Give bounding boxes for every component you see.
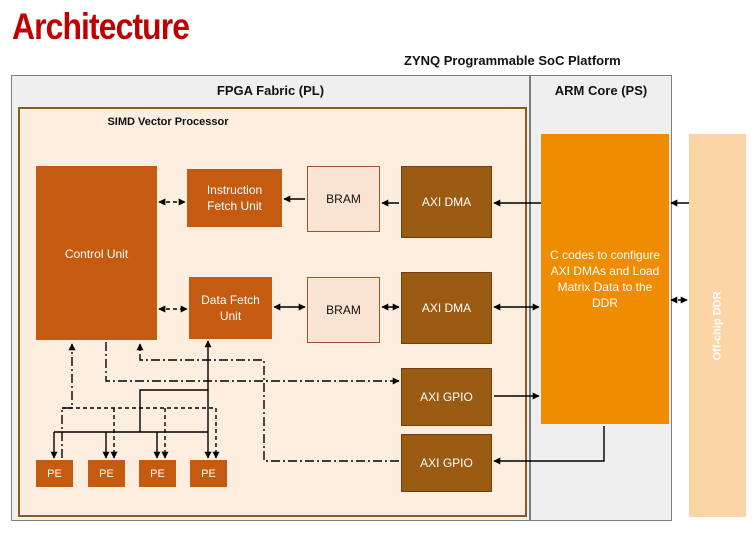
- pe-label: PE: [99, 467, 114, 480]
- pe-label: PE: [201, 467, 216, 480]
- pe-label: PE: [150, 467, 165, 480]
- axi-dma-top: AXI DMA: [401, 166, 492, 238]
- instruction-fetch-unit: Instruction Fetch Unit: [187, 169, 282, 227]
- processing-element-4: PE: [190, 460, 227, 487]
- dfu-pe-bus: [139, 340, 212, 432]
- axi-dma-top-label: AXI DMA: [421, 195, 472, 209]
- axi-gpio-top: AXI GPIO: [401, 368, 492, 426]
- arm-processor-text: C codes to configure AXI DMAs and Load M…: [549, 248, 661, 310]
- control-unit: Control Unit: [36, 166, 157, 340]
- axi-gpio-top-label: AXI GPIO: [420, 390, 473, 404]
- axi-dma-bottom-label: AXI DMA: [421, 301, 472, 315]
- off-chip-ddr: Off-chip DDR: [689, 134, 746, 517]
- bram-bottom: BRAM: [307, 277, 380, 343]
- arm-processor: C codes to configure AXI DMAs and Load M…: [541, 134, 669, 424]
- fpga-fabric-label: FPGA Fabric (PL): [216, 83, 325, 98]
- pe-bus-cu-link: [61, 343, 76, 458]
- data-fetch-unit: Data Fetch Unit: [189, 277, 272, 339]
- processing-element-1: PE: [36, 460, 73, 487]
- pe-label: PE: [47, 467, 62, 480]
- processing-element-2: PE: [88, 460, 125, 487]
- control-unit-label: Control Unit: [64, 247, 129, 261]
- bram-bottom-label: BRAM: [326, 303, 361, 317]
- axi-gpio-bottom-label: AXI GPIO: [420, 456, 473, 470]
- slide-title: Architecture: [12, 6, 190, 47]
- bram-top: BRAM: [307, 166, 380, 232]
- bram-top-label: BRAM: [326, 192, 361, 206]
- simd-label: SIMD Vector Processor: [107, 116, 229, 128]
- data-fetch-label: Data Fetch Unit: [201, 293, 260, 323]
- axi-dma-bottom: AXI DMA: [401, 272, 492, 344]
- gpio-bottom-cu-link: [136, 343, 399, 462]
- cu-gpio-top-link: [105, 342, 400, 385]
- instruction-fetch-label: Instruction Fetch Unit: [206, 183, 263, 213]
- arm-gpio-bottom-link: [493, 426, 605, 465]
- arm-core-label: ARM Core (PS): [554, 83, 648, 98]
- processing-element-3: PE: [139, 460, 176, 487]
- platform-label: ZYNQ Programmable SoC Platform: [404, 53, 621, 68]
- axi-gpio-bottom: AXI GPIO: [401, 434, 492, 492]
